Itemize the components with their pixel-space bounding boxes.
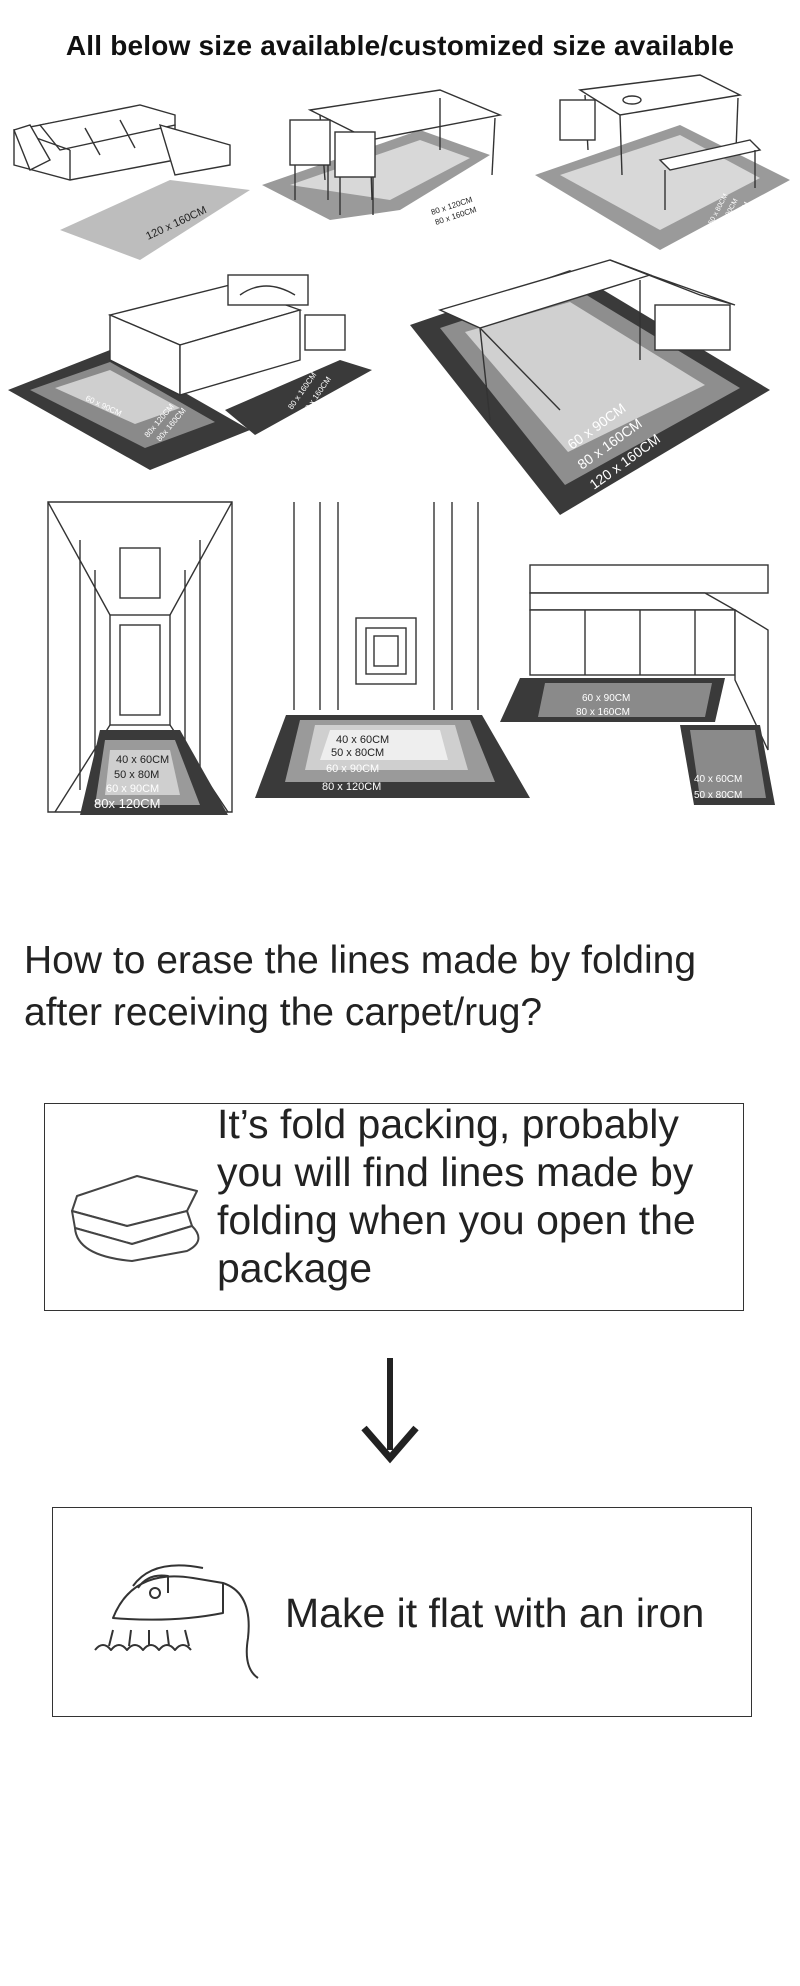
clothes-iron-icon xyxy=(94,1564,259,1679)
kitchen-side-size-2: 50 x 80CM xyxy=(694,790,742,801)
iron-instruction-text: Make it flat with an iron xyxy=(285,1590,705,1636)
hallway-size-1: 40 x 60CM xyxy=(116,754,169,766)
dining-scene: 80 x 120CM 80 x 160CM xyxy=(262,89,503,227)
room-size-illustrations: 120 x 160CM 80 x 120CM 80 x 160CM xyxy=(8,74,790,815)
fold-packing-note: It’s fold packing, probably you will fin… xyxy=(217,1101,696,1291)
hallway-scene: 40 x 60CM 50 x 80M 60 x 90CM 80x 120CM xyxy=(47,501,233,815)
sofa-scene: 120 x 160CM xyxy=(13,104,250,260)
fold-packing-box: It’s fold packing, probably you will fin… xyxy=(44,1101,744,1311)
arrow-down-icon xyxy=(361,1358,419,1464)
iron-instruction-box: Make it flat with an iron xyxy=(52,1507,752,1717)
fold-lines-question: How to erase the lines made by folding a… xyxy=(24,939,697,1034)
page-heading: All below size available/customized size… xyxy=(65,30,735,61)
kitchen-top-size-2: 80 x 160CM xyxy=(576,707,630,718)
office-scene: 60 x 90CM 80 x 160CM 120 x 160CM xyxy=(410,259,770,515)
entrance-size-2: 50 x 80CM xyxy=(331,747,384,759)
entrance-scene: 40 x 60CM 50 x 80CM 60 x 90CM 80 x 120CM xyxy=(255,502,530,798)
hallway-size-2: 50 x 80M xyxy=(114,769,159,781)
dining-bench-scene: 50 x 80CM 60 x 90CM 80x 120CM xyxy=(535,74,790,250)
kitchen-scene: 60 x 90CM 80 x 160CM 40 x 60CM 50 x 80CM xyxy=(500,564,775,805)
entrance-size-4: 80 x 120CM xyxy=(322,781,381,793)
bedroom-scene: 60 x 90CM 80x 120CM 80x 160CM 80 x 160CM… xyxy=(8,274,372,470)
kitchen-side-size-1: 40 x 60CM xyxy=(694,774,742,785)
folded-rug-icon xyxy=(71,1175,200,1262)
entrance-size-1: 40 x 60CM xyxy=(336,734,389,746)
entrance-size-3: 60 x 90CM xyxy=(326,763,379,775)
hallway-size-3: 60 x 90CM xyxy=(106,783,159,795)
kitchen-top-size-1: 60 x 90CM xyxy=(582,693,630,704)
sofa-rug xyxy=(60,180,250,260)
hallway-size-4: 80x 120CM xyxy=(94,796,160,811)
